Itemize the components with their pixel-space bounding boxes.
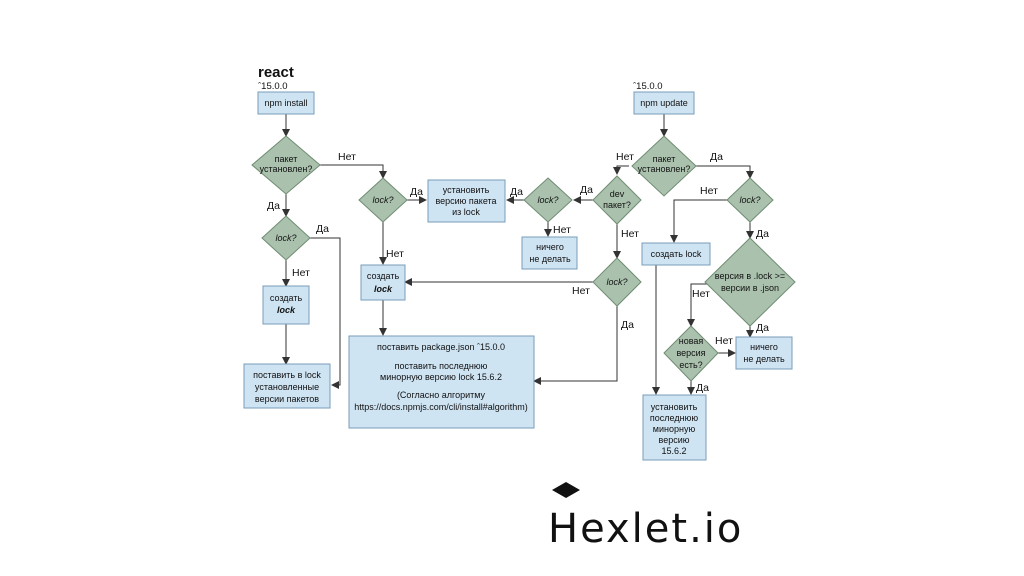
svg-text:lock: lock xyxy=(374,284,393,294)
svg-text:есть?: есть? xyxy=(679,360,702,370)
svg-text:пакет?: пакет? xyxy=(603,200,631,210)
svg-text:новая: новая xyxy=(679,336,704,346)
svg-text:создать lock: создать lock xyxy=(651,249,702,259)
do-nothing-box-middle: ничего не делать xyxy=(521,236,578,270)
install-latest-box: установить последнюю минорную версию 15.… xyxy=(642,394,707,461)
create-lock-box-left: создать lock xyxy=(262,285,310,325)
svg-text:версию пакета: версию пакета xyxy=(435,196,496,206)
svg-text:Да: Да xyxy=(696,382,709,394)
svg-text:Да: Да xyxy=(510,186,523,198)
svg-text:создать: создать xyxy=(270,293,303,303)
svg-text:ничего: ничего xyxy=(536,242,564,252)
svg-text:Нет: Нет xyxy=(572,285,590,297)
svg-text:Да: Да xyxy=(710,151,723,163)
svg-text:Да: Да xyxy=(756,228,769,240)
version-compare-decision: версия в .lock >= версии в .json xyxy=(704,237,796,327)
svg-text:последнюю: последнюю xyxy=(650,413,698,423)
svg-text:установлен?: установлен? xyxy=(260,164,313,174)
logo-cap-icon xyxy=(552,482,580,498)
install-version-label: ˆ15.0.0 xyxy=(258,81,288,92)
svg-text:пакет: пакет xyxy=(653,154,676,164)
lock-decision-right: lock? xyxy=(726,177,774,223)
svg-text:lock?: lock? xyxy=(739,195,760,205)
install-from-lock-box: установить версию пакета из lock xyxy=(427,179,506,223)
svg-text:Да: Да xyxy=(580,184,593,196)
lock-decision-middle-3: lock? xyxy=(592,257,642,307)
lock-decision-middle: lock? xyxy=(358,177,408,223)
put-in-lock-box: поставить в lock установленные версии па… xyxy=(243,363,331,409)
create-lock-box-middle: создать lock xyxy=(360,264,406,301)
svg-text:Нет: Нет xyxy=(386,248,404,260)
svg-text:версия в .lock >=: версия в .lock >= xyxy=(715,271,785,281)
svg-text:пакет: пакет xyxy=(275,154,298,164)
edges xyxy=(282,114,754,395)
svg-text:версии в .json: версии в .json xyxy=(721,283,779,293)
svg-text:установлен?: установлен? xyxy=(638,164,691,174)
svg-text:поставить последнюю: поставить последнюю xyxy=(395,361,488,371)
edge-labels: Да Да Нет Нет Да Нет Да Нет Да Нет Нет Д… xyxy=(267,151,769,394)
put-package-json-box: поставить package.json ˆ15.0.0 поставить… xyxy=(348,335,535,429)
svg-text:создать: создать xyxy=(367,271,400,281)
update-version-label: ˆ15.0.0 xyxy=(633,81,663,92)
svg-text:(Согласно алгоритму: (Согласно алгоритму xyxy=(397,390,486,400)
svg-text:Нет: Нет xyxy=(700,185,718,197)
svg-text:15.6.2: 15.6.2 xyxy=(661,446,686,456)
svg-text:Нет: Нет xyxy=(692,288,710,300)
installed-decision-right: пакет установлен? xyxy=(631,135,697,197)
svg-text:Нет: Нет xyxy=(715,335,733,347)
svg-text:https://docs.npmjs.com/cli/ins: https://docs.npmjs.com/cli/install#algor… xyxy=(354,402,528,412)
svg-text:Да: Да xyxy=(621,319,634,331)
svg-text:не делать: не делать xyxy=(743,354,785,364)
installed-decision-left: пакет установлен? xyxy=(251,135,321,195)
svg-text:lock?: lock? xyxy=(606,277,627,287)
svg-text:установленные: установленные xyxy=(255,382,319,392)
svg-text:npm update: npm update xyxy=(640,98,688,108)
svg-text:Да: Да xyxy=(756,322,769,334)
svg-text:версию: версию xyxy=(659,435,690,445)
svg-text:Нет: Нет xyxy=(292,267,310,279)
svg-text:не делать: не делать xyxy=(529,254,571,264)
npm-install-box: npm install xyxy=(257,91,315,115)
lock-decision-middle-2: lock? xyxy=(523,177,573,223)
svg-text:lock?: lock? xyxy=(537,195,558,205)
svg-text:Hexlet.io: Hexlet.io xyxy=(548,506,743,552)
svg-text:поставить package.json ˆ15.0.0: поставить package.json ˆ15.0.0 xyxy=(377,342,505,352)
svg-text:минорную версию lock 15.6.2: минорную версию lock 15.6.2 xyxy=(380,372,502,382)
svg-text:минорную: минорную xyxy=(653,424,696,434)
svg-text:Нет: Нет xyxy=(621,228,639,240)
svg-text:Да: Да xyxy=(267,200,280,212)
svg-text:из lock: из lock xyxy=(452,207,480,217)
svg-text:Да: Да xyxy=(316,223,329,235)
svg-text:поставить в lock: поставить в lock xyxy=(253,370,321,380)
svg-text:lock?: lock? xyxy=(275,233,296,243)
svg-text:Да: Да xyxy=(410,186,423,198)
svg-text:Нет: Нет xyxy=(338,151,356,163)
svg-text:установить: установить xyxy=(443,185,490,195)
npm-install-label: npm install xyxy=(264,98,307,108)
svg-text:ничего: ничего xyxy=(750,342,778,352)
svg-text:lock?: lock? xyxy=(372,195,393,205)
hexlet-logo: Hexlet.io xyxy=(548,482,743,552)
lock-decision-left: lock? xyxy=(261,215,311,261)
svg-text:dev: dev xyxy=(610,189,625,199)
svg-text:lock: lock xyxy=(277,305,296,315)
diagram-title: react xyxy=(258,64,294,81)
svg-text:Нет: Нет xyxy=(553,224,571,236)
dev-package-decision: dev пакет? xyxy=(592,175,642,225)
do-nothing-box-right: ничего не делать xyxy=(735,336,793,370)
new-version-decision: новая версия есть? xyxy=(663,325,719,382)
svg-text:версия: версия xyxy=(676,348,705,358)
svg-text:версии пакетов: версии пакетов xyxy=(255,394,319,404)
create-lock-box-right: создать lock xyxy=(641,242,711,266)
npm-update-box: npm update xyxy=(633,91,695,115)
svg-text:установить: установить xyxy=(651,402,698,412)
svg-text:Нет: Нет xyxy=(616,151,634,163)
